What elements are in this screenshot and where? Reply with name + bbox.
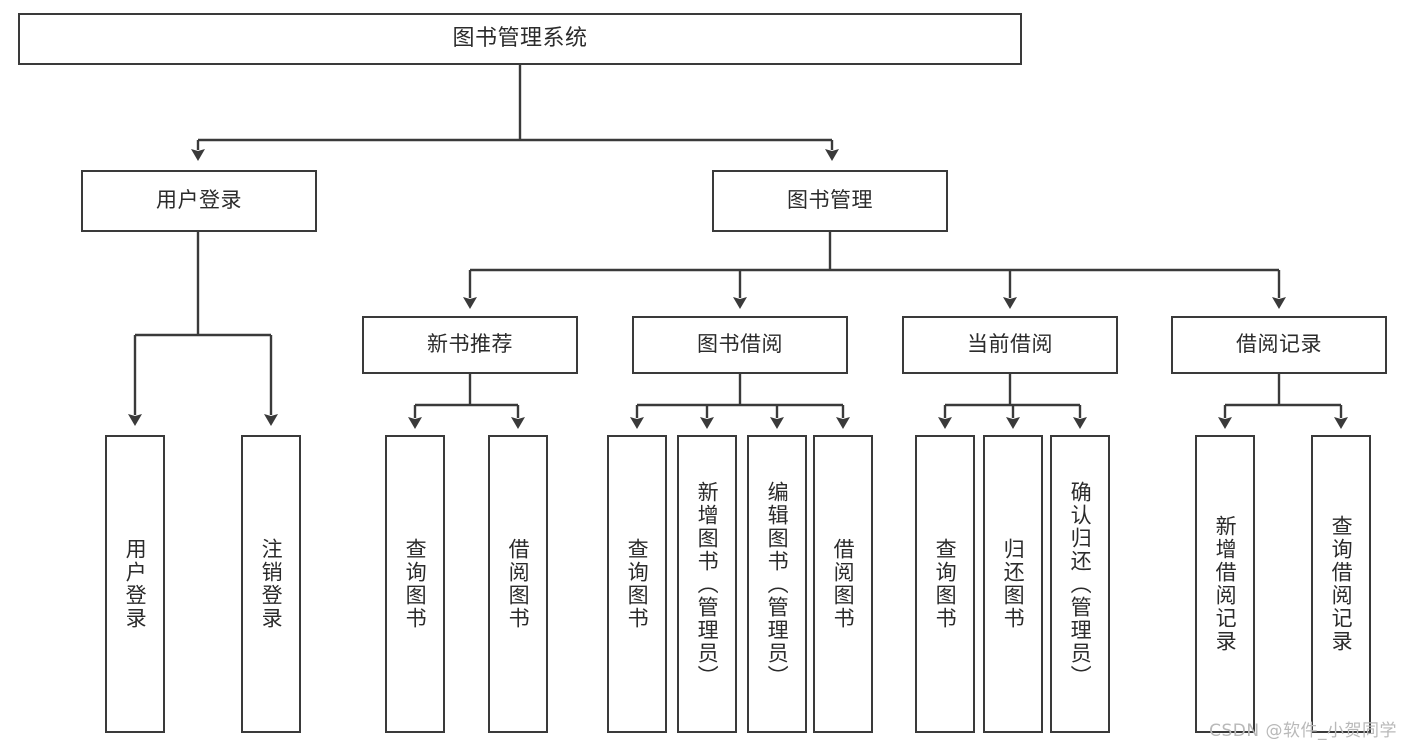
leaf-newbook-borrow-book-label: 借阅图书 — [506, 538, 531, 630]
leaf-borrow-borrow-book-label: 借阅图书 — [831, 538, 856, 630]
node-book-management[interactable]: 图书管理 — [712, 170, 948, 232]
watermark: CSDN @软件_小贺同学 — [1209, 721, 1397, 741]
leaf-borrow-query-book[interactable]: 查询图书 — [607, 435, 667, 733]
node-new-book-recommend-label: 新书推荐 — [427, 332, 513, 357]
leaf-borrow-edit-book[interactable]: 编辑图书（管理员） — [747, 435, 807, 733]
leaf-borrow-borrow-book[interactable]: 借阅图书 — [813, 435, 873, 733]
node-new-book-recommend[interactable]: 新书推荐 — [362, 316, 578, 374]
node-user-login[interactable]: 用户登录 — [81, 170, 317, 232]
node-book-borrow-label: 图书借阅 — [697, 332, 783, 357]
leaf-user-logout[interactable]: 注销登录 — [241, 435, 301, 733]
leaf-current-confirm-return[interactable]: 确认归还（管理员） — [1050, 435, 1110, 733]
leaf-record-query-record[interactable]: 查询借阅记录 — [1311, 435, 1371, 733]
node-book-management-label: 图书管理 — [787, 188, 873, 213]
leaf-current-return-book-label: 归还图书 — [1001, 538, 1026, 630]
node-user-login-label: 用户登录 — [156, 188, 242, 213]
leaf-user-login-label: 用户登录 — [123, 538, 148, 630]
node-current-borrow[interactable]: 当前借阅 — [902, 316, 1118, 374]
leaf-record-add-record[interactable]: 新增借阅记录 — [1195, 435, 1255, 733]
leaf-borrow-add-book[interactable]: 新增图书（管理员） — [677, 435, 737, 733]
leaf-user-logout-label: 注销登录 — [259, 538, 284, 630]
node-current-borrow-label: 当前借阅 — [967, 332, 1053, 357]
leaf-current-return-book[interactable]: 归还图书 — [983, 435, 1043, 733]
leaf-current-query-book-label: 查询图书 — [933, 538, 958, 630]
leaf-borrow-add-book-label: 新增图书（管理员） — [695, 480, 720, 688]
node-root[interactable]: 图书管理系统 — [18, 13, 1022, 65]
leaf-borrow-query-book-label: 查询图书 — [625, 538, 650, 630]
leaf-borrow-edit-book-label: 编辑图书（管理员） — [765, 480, 790, 688]
leaf-user-login[interactable]: 用户登录 — [105, 435, 165, 733]
leaf-current-confirm-return-label: 确认归还（管理员） — [1068, 480, 1093, 688]
leaf-newbook-query-book[interactable]: 查询图书 — [385, 435, 445, 733]
leaf-newbook-borrow-book[interactable]: 借阅图书 — [488, 435, 548, 733]
leaf-newbook-query-book-label: 查询图书 — [403, 538, 428, 630]
node-book-borrow[interactable]: 图书借阅 — [632, 316, 848, 374]
leaf-record-add-record-label: 新增借阅记录 — [1213, 515, 1238, 653]
leaf-current-query-book[interactable]: 查询图书 — [915, 435, 975, 733]
node-root-label: 图书管理系统 — [452, 25, 588, 51]
node-borrow-record-label: 借阅记录 — [1236, 332, 1322, 357]
node-borrow-record[interactable]: 借阅记录 — [1171, 316, 1387, 374]
leaf-record-query-record-label: 查询借阅记录 — [1329, 515, 1354, 653]
